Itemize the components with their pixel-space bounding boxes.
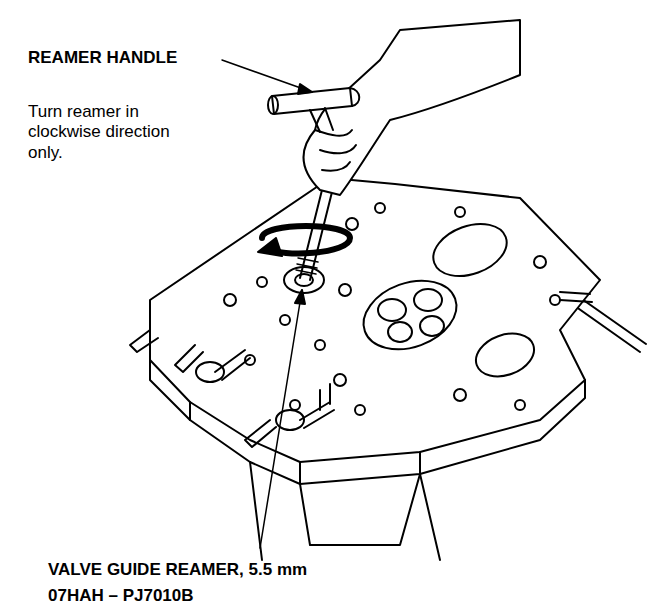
part-name: VALVE GUIDE REAMER, 5.5 mm [48,560,468,580]
part-number: 07HAH – PJ7010B [48,586,468,606]
part-name: REAMER HANDLE [28,48,248,68]
instruction-note: Turn reamer in clockwise direction only. [28,102,208,163]
